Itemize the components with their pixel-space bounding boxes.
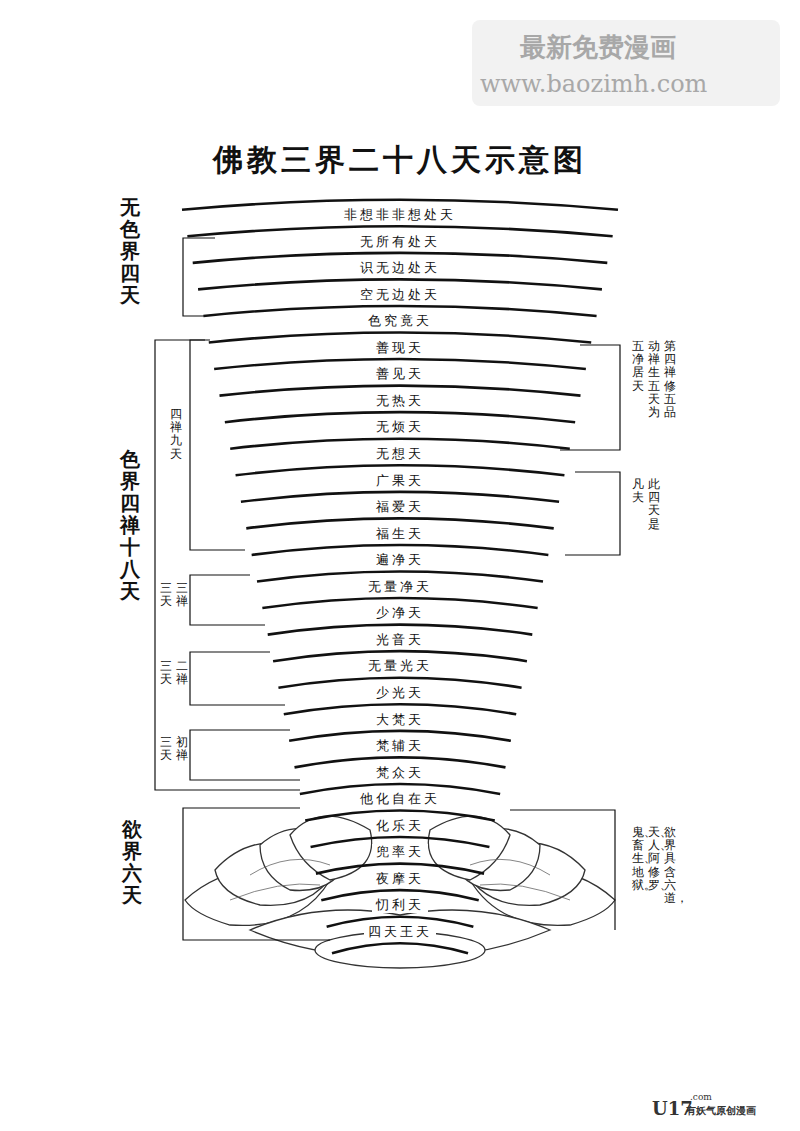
heaven-band: 无热天: [372, 393, 428, 409]
note-text: 动禅生五天为: [648, 340, 660, 419]
heaven-name: 色究竟天: [368, 313, 432, 328]
heaven-name: 梵辅天: [376, 738, 424, 753]
heaven-band: 无所有处天: [356, 234, 444, 250]
heaven-band: 兜率天: [372, 844, 428, 860]
heaven-band: 福爱天: [372, 499, 428, 515]
heaven-band: 大梵天: [372, 712, 428, 728]
heaven-band: 四天王天: [364, 924, 436, 940]
heaven-name: 兜率天: [376, 844, 424, 859]
heaven-name: 遍净天: [376, 552, 424, 567]
heaven-name: 无烦天: [376, 419, 424, 434]
note-text: 此四天是: [648, 478, 660, 531]
heaven-name: 少光天: [376, 685, 424, 700]
heaven-band: 梵众天: [372, 765, 428, 781]
note-text: 凡夫: [632, 478, 644, 504]
heaven-name: 少净天: [376, 605, 424, 620]
heaven-name: 大梵天: [376, 712, 424, 727]
heaven-name: 他化自在天: [360, 791, 440, 806]
watermark: .com: [690, 1092, 712, 1102]
heaven-band: 非想非非想处天: [340, 207, 460, 223]
heaven-band: 夜摩天: [372, 871, 428, 887]
diagram-title: 佛教三界二十八天示意图: [0, 140, 800, 181]
heaven-name: 无热天: [376, 393, 424, 408]
heaven-band: 广果天: [372, 473, 428, 489]
heaven-name: 四天王天: [368, 924, 432, 939]
heaven-name: 光音天: [376, 632, 424, 647]
watermark: www.baozimh.com: [480, 70, 707, 98]
heaven-band: 识无边处天: [356, 260, 444, 276]
heaven-name: 识无边处天: [360, 260, 440, 275]
heaven-band: 他化自在天: [356, 791, 444, 807]
dhyana-label: 三禅: [176, 582, 188, 608]
heaven-band: 化乐天: [372, 818, 428, 834]
note-text: 五净居天: [632, 340, 644, 393]
heaven-name: 忉利天: [376, 897, 424, 912]
realm-label: 色界四禅十八天: [120, 448, 140, 602]
heaven-name: 无想天: [376, 446, 424, 461]
heaven-band: 无烦天: [372, 419, 428, 435]
note-text: 第四禅修五品: [664, 340, 676, 419]
heaven-name: 空无边处天: [360, 287, 440, 302]
heaven-band: 忉利天: [372, 897, 428, 913]
heaven-band: 福生天: [372, 526, 428, 542]
heaven-name: 无量净天: [368, 579, 432, 594]
heaven-band: 遍净天: [372, 552, 428, 568]
heaven-name: 福生天: [376, 526, 424, 541]
heaven-name: 无量光天: [368, 658, 432, 673]
watermark: 最新免费漫画: [520, 30, 676, 65]
dhyana-label: 二禅: [176, 660, 188, 686]
dhyana-label: 初禅: [176, 736, 188, 762]
realm-label: 欲界六天: [122, 818, 142, 906]
heaven-name: 无所有处天: [360, 234, 440, 249]
heaven-name: 福爱天: [376, 499, 424, 514]
heaven-name: 非想非非想处天: [344, 207, 456, 222]
heaven-band: 空无边处天: [356, 287, 444, 303]
realm-label: 无色界四天: [120, 196, 140, 306]
heaven-band: 色究竟天: [364, 313, 436, 329]
note-text: 天、人、阿修罗、: [648, 826, 660, 892]
heaven-name: 善见天: [376, 366, 424, 381]
heaven-band: 少光天: [372, 685, 428, 701]
heaven-name: 梵众天: [376, 765, 424, 780]
dhyana-label: 三天: [160, 660, 172, 686]
heaven-band: 善见天: [372, 366, 428, 382]
dhyana-label: 三天: [160, 582, 172, 608]
dhyana-label: 四禅九天: [170, 408, 182, 461]
heaven-band: 善现天: [372, 340, 428, 356]
note-text: 欲界具含六道，: [664, 826, 676, 905]
heaven-band: 梵辅天: [372, 738, 428, 754]
heaven-band: 无量净天: [364, 579, 436, 595]
heaven-band: 无想天: [372, 446, 428, 462]
heaven-name: 善现天: [376, 340, 424, 355]
note-text: 鬼、畜生、地狱。: [632, 826, 644, 892]
heaven-name: 化乐天: [376, 818, 424, 833]
watermark: 有妖气原创漫画: [686, 1104, 756, 1118]
heaven-band: 无量光天: [364, 658, 436, 674]
heaven-band: 光音天: [372, 632, 428, 648]
dhyana-label: 三天: [160, 736, 172, 762]
heaven-name: 夜摩天: [376, 871, 424, 886]
heaven-arc: [332, 943, 468, 953]
heaven-band: 少净天: [372, 605, 428, 621]
heaven-name: 广果天: [376, 473, 424, 488]
watermark-panel: [472, 20, 780, 106]
